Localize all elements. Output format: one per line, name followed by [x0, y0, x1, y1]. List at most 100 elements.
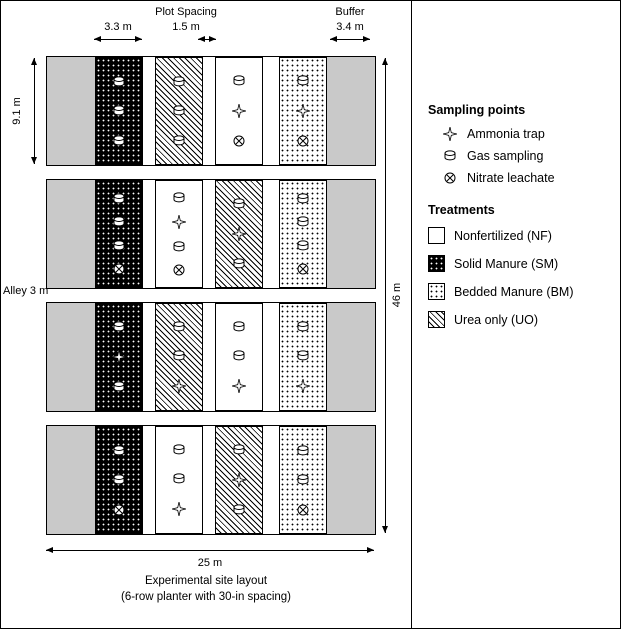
field-width-label: 25 m — [197, 557, 223, 569]
ammonia-trap-icon — [442, 127, 458, 141]
nitrate-leachate-icon — [297, 135, 309, 147]
plot-sm — [95, 303, 143, 411]
gas-sampling-icon — [296, 75, 310, 87]
ammonia-trap-icon — [295, 378, 311, 394]
plot-bm — [279, 426, 327, 534]
plot-height-label: 9.1 m — [11, 97, 23, 125]
buffer-value: 3.4 m — [336, 21, 364, 33]
ammonia-trap-icon — [231, 472, 247, 488]
block — [46, 302, 376, 412]
plot-gap — [143, 426, 155, 534]
field-width-arrow — [46, 547, 374, 553]
ammonia-trap-icon — [171, 378, 187, 394]
gas-sampling-icon — [232, 444, 246, 456]
legend-label: Urea only (UO) — [454, 312, 539, 327]
buffer-strip — [47, 57, 95, 165]
legend-item-ammonia-trap: Ammonia trap — [428, 127, 614, 141]
plot-gap — [263, 57, 279, 165]
nitrate-leachate-icon — [173, 264, 185, 276]
plot-sm — [95, 180, 143, 288]
gas-sampling-icon — [112, 75, 126, 88]
legend-label: Nonfertilized (NF) — [454, 228, 552, 243]
gas-sampling-icon — [172, 192, 186, 204]
plot-spacing-arrow — [198, 36, 216, 42]
plot-gap — [203, 180, 215, 288]
plot-bm — [279, 303, 327, 411]
buffer-arrow — [330, 36, 370, 42]
ammonia-trap-icon — [231, 378, 247, 394]
buffer-strip — [327, 426, 375, 534]
caption: Experimental site layout (6-row planter … — [11, 574, 401, 605]
gas-sampling-icon — [296, 444, 310, 457]
plot-gap — [263, 303, 279, 411]
buffer-strip — [47, 180, 95, 288]
ammonia-trap-icon — [171, 501, 187, 517]
buffer-label: Buffer — [335, 6, 365, 18]
gas-sampling-icon — [296, 192, 310, 205]
plot-bm — [279, 57, 327, 165]
gas-sampling-icon — [172, 105, 186, 117]
gas-sampling-icon — [172, 75, 186, 88]
legend-item-nitrate-leachate: Nitrate leachate — [428, 171, 614, 185]
caption-line1: Experimental site layout — [144, 575, 268, 587]
legend-item-gas-sampling: Gas sampling — [428, 149, 614, 163]
plot-uo — [215, 180, 263, 288]
blocks — [46, 56, 376, 548]
buffer-strip — [47, 426, 95, 534]
legend-label: Bedded Manure (BM) — [454, 284, 574, 299]
experiment-diagram: 3.3 m Plot Spacing 1.5 m Buffer 3.4 m 9.… — [1, 1, 411, 628]
field-length-label: 46 m — [391, 282, 403, 308]
plot-uo — [155, 57, 203, 165]
gas-sampling-icon — [172, 350, 186, 362]
legend-item-nonfertilized: Nonfertilized (NF) — [428, 227, 614, 244]
treatments-title: Treatments — [428, 203, 495, 217]
plot-sm — [95, 426, 143, 534]
block — [46, 179, 376, 289]
gas-sampling-icon — [112, 444, 126, 457]
gas-sampling-icon — [232, 75, 246, 87]
nitrate-leachate-icon — [113, 263, 125, 275]
ammonia-trap-icon — [231, 226, 247, 242]
block — [46, 56, 376, 166]
gas-sampling-icon — [232, 258, 246, 270]
gas-sampling-icon — [172, 240, 186, 253]
legend-label: Solid Manure (SM) — [454, 256, 559, 271]
gas-sampling-icon — [172, 134, 186, 147]
plot-spacing-label: Plot Spacing — [155, 6, 217, 18]
plot-nf — [215, 57, 263, 165]
plot-gap — [203, 303, 215, 411]
gas-sampling-icon — [232, 321, 246, 333]
plot-gap — [143, 180, 155, 288]
ammonia-trap-icon — [295, 103, 311, 119]
legend-label: Nitrate leachate — [467, 171, 555, 185]
gas-sampling-icon — [296, 350, 310, 362]
buffer-strip — [327, 180, 375, 288]
gas-sampling-icon — [296, 474, 310, 486]
ammonia-trap-icon — [231, 103, 247, 119]
gas-sampling-icon — [112, 240, 126, 252]
legend-label: Ammonia trap — [467, 127, 545, 141]
gas-sampling-icon — [172, 473, 186, 485]
plot-gap — [203, 426, 215, 534]
buffer-strip — [47, 303, 95, 411]
nf-pattern-swatch — [428, 227, 445, 244]
plot-width-label: 3.3 m — [104, 21, 132, 33]
legend-label: Gas sampling — [467, 149, 544, 163]
uo-pattern-swatch — [428, 311, 445, 328]
plot-gap — [143, 57, 155, 165]
gas-sampling-icon — [232, 198, 246, 210]
plot-gap — [203, 57, 215, 165]
gas-sampling-icon — [112, 474, 126, 486]
plot-gap — [263, 180, 279, 288]
plot-nf — [155, 180, 203, 288]
field-length-arrow — [382, 58, 388, 533]
plot-height-arrow — [31, 58, 37, 164]
plot-gap — [143, 303, 155, 411]
plot-width-arrow — [94, 36, 142, 42]
plot-spacing-value: 1.5 m — [172, 21, 200, 33]
buffer-strip — [327, 57, 375, 165]
bm-pattern-swatch — [428, 283, 445, 300]
sm-pattern-swatch — [428, 255, 445, 272]
gas-sampling-icon — [442, 150, 458, 162]
